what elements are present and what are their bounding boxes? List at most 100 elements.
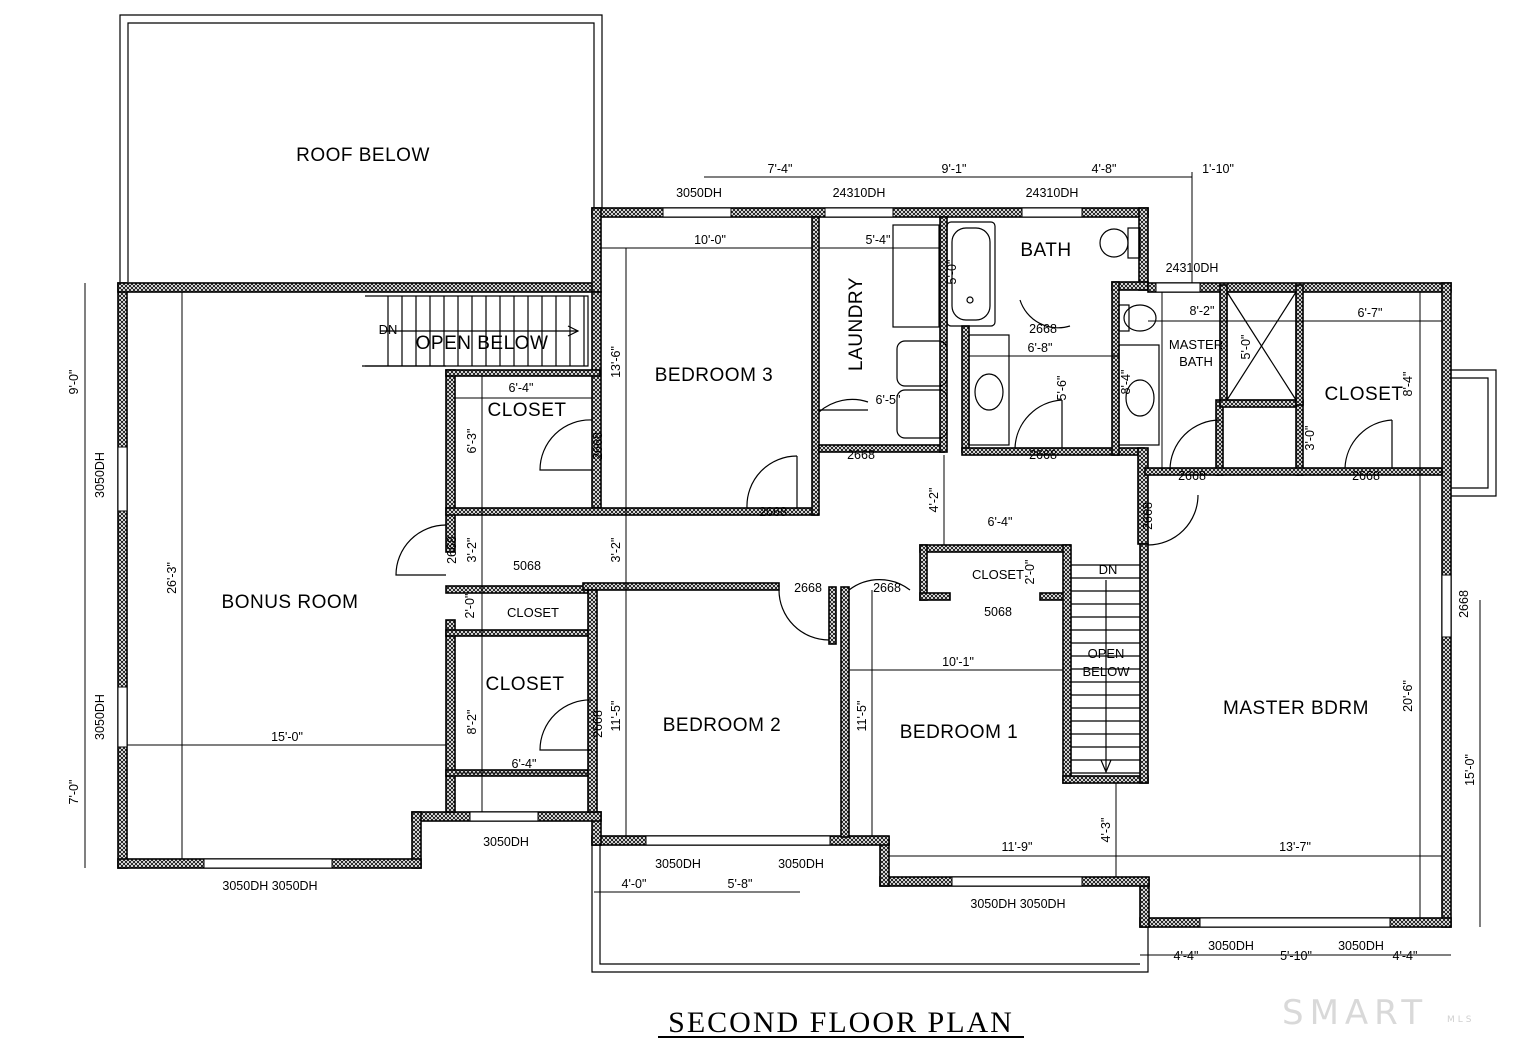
dimension-label: 8'-2" [465,710,479,735]
dimension-label: 6'-5" [876,393,901,407]
door-label: 2668 [445,536,459,564]
window-label: 24310DH [1026,186,1079,200]
dimension-label: 1'-10" [1202,162,1234,176]
dimension-label: 4'-2" [927,488,941,513]
door-label: 2668 [1352,469,1380,483]
room-label-master-bath-2: BATH [1179,354,1213,369]
door-label: 2668 [591,432,605,460]
dimension-label: 9'-1" [942,162,967,176]
dimension-label: 5'-0" [945,260,959,285]
window-label: 3050DH [778,857,824,871]
door-label: 2668 [873,581,901,595]
dimension-label: 8'-4" [1401,372,1415,397]
door-label: 5068 [513,559,541,573]
window-label: 3050DH [483,835,529,849]
room-label-bedroom-1: BEDROOM 1 [900,722,1019,743]
dimension-label: 26'-3" [165,562,179,594]
room-label-closet: CLOSET [972,567,1024,582]
window-label: 3050DH [1208,939,1254,953]
window-label: 3050DH [655,857,701,871]
window-label: 3050DH [93,452,107,498]
interior-walls [445,216,1497,973]
door-label: 2668 [1141,502,1155,530]
dimension-label: 6'-4" [512,757,537,771]
dimension-label: 13'-6" [609,346,623,378]
dimension-label: 4'-8" [1092,162,1117,176]
room-label-bedroom-3: BEDROOM 3 [655,365,774,386]
room-label-roof-below: ROOF BELOW [296,145,430,166]
smart-mls-logo-suffix: MLS [1447,1015,1475,1025]
dimension-label: 4'-3" [1099,818,1113,843]
dimension-label: 5'-10" [1280,949,1312,963]
dimension-label: 2'-0" [1023,560,1037,585]
door-label: 2668 [1029,322,1057,336]
room-label-master-bdrm: MASTER BDRM [1223,698,1369,719]
dimension-label: 3'-0" [1303,426,1317,451]
dimension-label: 8'-2" [1190,304,1215,318]
dimension-label: 6'-8" [1028,341,1053,355]
room-label-laundry: LAUNDRY [846,277,867,371]
window-openings [117,207,1452,928]
window-label: 3050DH [93,694,107,740]
dimension-label: 8'-4" [1119,370,1133,395]
main-stair [1071,564,1140,774]
dimension-label: 4'-4" [1174,949,1199,963]
label-stair-down: DN [379,322,398,337]
room-label-master-bath: MASTER [1169,337,1223,352]
dimension-label: 5'-4" [866,233,891,247]
dimension-label: 10'-0" [694,233,726,247]
label-open-below-b: BELOW [1083,664,1131,679]
room-label-closet: CLOSET [487,400,566,421]
door-swings [395,299,1393,751]
exterior-walls [117,207,1452,928]
dimension-label: 10'-1" [942,655,974,669]
window-label: 3050DH [676,186,722,200]
room-label-bedroom-2: BEDROOM 2 [663,715,782,736]
dimension-label: 5'-8" [728,877,753,891]
dimension-label: 6'-4" [988,515,1013,529]
dimension-label: 11'-5" [609,701,623,732]
room-label-bath: BATH [1020,240,1071,261]
smart-mls-logo: SMART [1282,993,1428,1033]
dimension-label: 7'-0" [67,780,81,805]
dimension-label: 11'-5" [855,701,869,732]
window-label: 3050DH 3050DH [970,897,1065,911]
label-open-below-a: OPEN [1088,646,1125,661]
dimension-label: 6'-3" [465,429,479,454]
label-stair-down: DN [1099,562,1118,577]
dimension-label: 3'-2" [465,538,479,563]
door-label: 2668 [759,505,787,519]
dimension-label: 4'-0" [622,877,647,891]
dimension-label: 6'-7" [1358,306,1383,320]
window-label: 24310DH [833,186,886,200]
dimension-label: 5'-6" [1055,376,1069,401]
room-label-closet: CLOSET [1324,384,1403,405]
bath-fixtures [892,221,1297,446]
dimension-label: 15'-0" [271,730,303,744]
room-label-bonus-room: BONUS ROOM [222,592,359,613]
dimension-label: 6'-4" [509,381,534,395]
page-title: SECOND FLOOR PLAN [668,1006,1014,1039]
dimension-label: 2'-0" [463,594,477,619]
dimension-label: 5'-0" [1239,335,1253,360]
room-label-closet: CLOSET [485,674,564,695]
dimension-label: 3'-2" [609,538,623,563]
dimension-label: 11'-9" [1002,840,1033,854]
door-label: 2668 [1029,448,1057,462]
dimension-label: 20'-6" [1401,680,1415,712]
door-label: 2668 [1178,469,1206,483]
room-label-closet: CLOSET [507,605,559,620]
window-label: 3050DH [1338,939,1384,953]
dimension-label: 7'-4" [768,162,793,176]
window-label: 24310DH [1166,261,1219,275]
dimension-label: 4'-4" [1393,949,1418,963]
door-label: 5068 [984,605,1012,619]
upper-stair [362,295,589,367]
door-label: 2668 [847,448,875,462]
door-label: 2668 [591,710,605,738]
roof-below-area [119,14,603,282]
dimension-label: 13'-7" [1279,840,1311,854]
window-label: 3050DH 3050DH [222,879,317,893]
dimension-lines [84,172,1481,956]
window-label: 2668 [1457,590,1471,618]
